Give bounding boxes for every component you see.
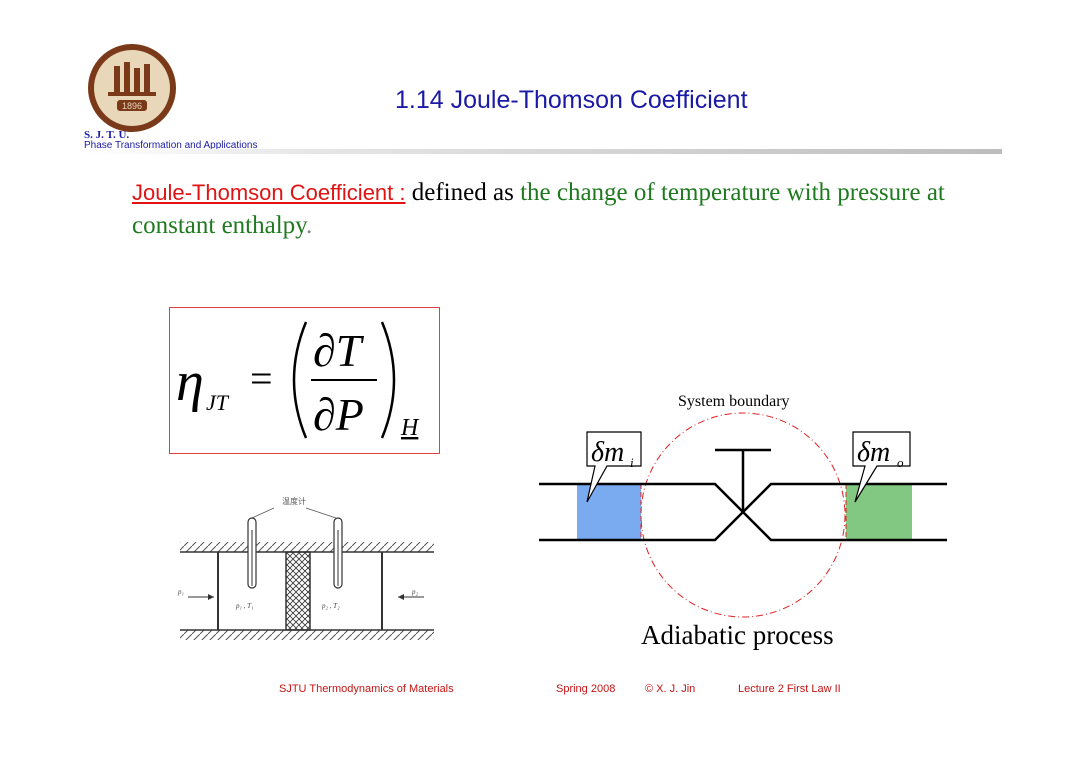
- eta-symbol: η: [176, 351, 204, 413]
- porous-plug: [285, 551, 311, 631]
- denominator: ∂P: [313, 389, 364, 440]
- system-boundary: [640, 412, 846, 618]
- footer-lecture: Lecture 2 First Law II: [738, 683, 841, 695]
- footer-author: © X. J. Jin: [645, 683, 696, 695]
- inlet-mass-symbol: δm: [591, 437, 624, 468]
- logo-year: 1896: [122, 101, 142, 111]
- outlet-parcel: [846, 484, 912, 540]
- eta-subscript: JT: [206, 390, 230, 415]
- p2-label: p₂: [411, 588, 419, 596]
- right-paren: [380, 321, 396, 439]
- definition-text: Joule-Thomson Coefficient : defined as t…: [132, 176, 992, 242]
- footer-term: Spring 2008: [556, 683, 616, 695]
- throttling-apparatus-sketch: 温度计 p₁ p₁ , T₁ p₂ , T₂ p₂: [177, 496, 434, 640]
- equals-sign: =: [250, 356, 273, 401]
- definition-plain: defined as: [405, 179, 521, 206]
- header-rule: [84, 149, 1002, 154]
- left-paren: [292, 321, 308, 439]
- definition-highlight: the change of temperature with pressure …: [132, 179, 945, 239]
- jt-formula: η JT = ∂T ∂P H: [176, 321, 420, 441]
- inlet-parcel: [577, 484, 641, 540]
- state1-label: p₁ , T₁: [235, 602, 254, 610]
- definition-term: Joule-Thomson Coefficient :: [132, 180, 406, 205]
- university-logo: 1896: [88, 44, 176, 132]
- formula-box: η JT = ∂T ∂P H: [169, 307, 440, 454]
- numerator: ∂T: [313, 325, 365, 376]
- outlet-mass-symbol: δm: [857, 437, 890, 468]
- constant-enthalpy-subscript: H: [400, 415, 420, 441]
- outlet-mass-subscript: o: [897, 455, 904, 470]
- course-subtitle: Phase Transformation and Applications: [84, 140, 258, 151]
- diagram-caption: Adiabatic process: [641, 620, 834, 650]
- thermometer-label: 温度计: [282, 496, 306, 506]
- system-boundary-label: System boundary: [678, 393, 790, 410]
- throttling-valve-diagram: δm i δm o System boundary Adiabatic proc…: [539, 393, 947, 650]
- institution-name: S. J. T. U.: [84, 129, 130, 141]
- slide-title: 1.14 Joule-Thomson Coefficient: [395, 86, 748, 114]
- state2-label: p₂ , T₂: [321, 602, 340, 610]
- p1-label: p₁: [177, 588, 184, 596]
- definition-end: .: [306, 212, 313, 239]
- footer-course: SJTU Thermodynamics of Materials: [279, 683, 454, 695]
- inlet-mass-subscript: i: [630, 455, 634, 470]
